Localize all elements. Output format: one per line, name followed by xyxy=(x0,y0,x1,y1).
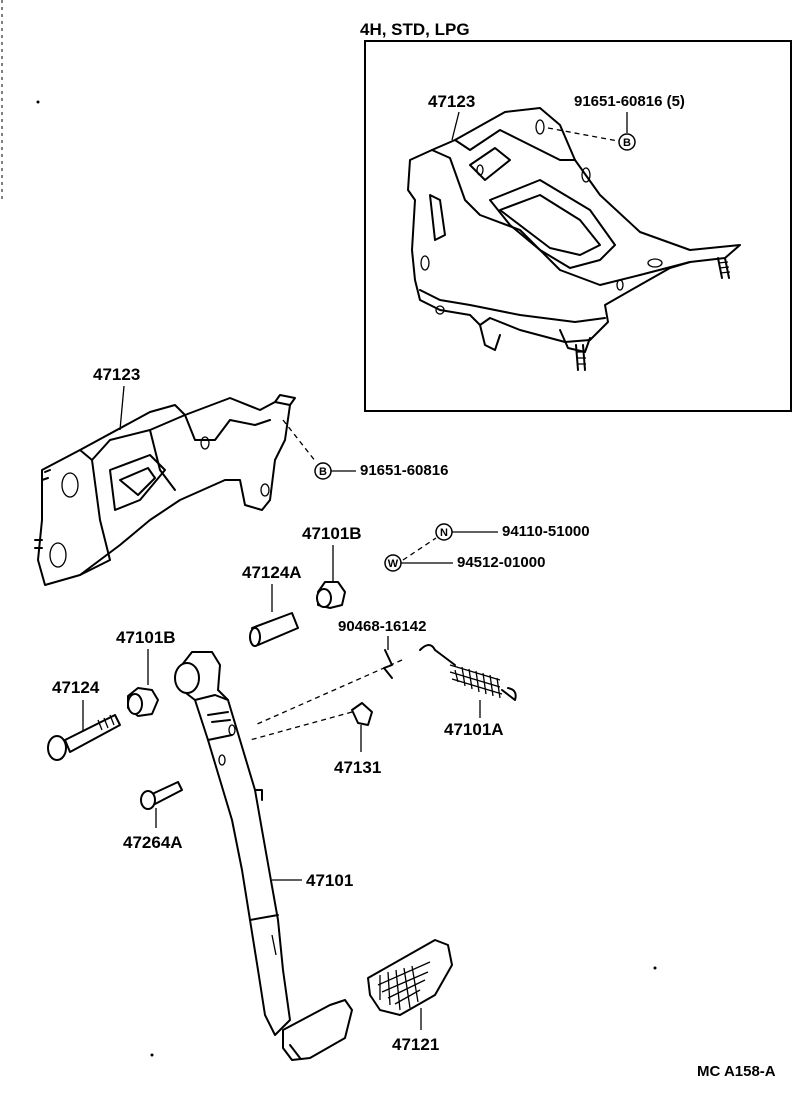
pedal-arm-drawing xyxy=(174,651,353,1061)
svg-text:B: B xyxy=(623,137,631,149)
pin-drawing xyxy=(140,781,183,810)
svg-text:B: B xyxy=(319,466,327,478)
pedal-pad-drawing xyxy=(367,939,453,1016)
bolt-drawing xyxy=(47,714,121,761)
washer-label: 94512-01000 xyxy=(457,554,545,571)
bolt-symbol-inset: B xyxy=(618,133,636,151)
inset-bracket-drawing xyxy=(407,107,741,371)
clip-drawing xyxy=(383,649,393,679)
bushing-right-label: 47101B xyxy=(302,524,362,543)
inset-bracket-label: 47123 xyxy=(428,92,475,111)
clip-label: 90468-16142 xyxy=(338,618,426,635)
bushing-left-drawing xyxy=(127,687,159,717)
washer-symbol: W xyxy=(384,554,402,572)
bushing-right-drawing xyxy=(316,581,346,609)
spring-label: 47101A xyxy=(444,720,504,739)
pedal-label: 47101 xyxy=(306,871,353,890)
bolt-label: 47124 xyxy=(52,678,100,697)
spring-drawing xyxy=(419,644,517,701)
nut-label: 94110-51000 xyxy=(502,523,590,540)
bracket-label: 47123 xyxy=(93,365,140,384)
inset-title: 4H, STD, LPG xyxy=(360,20,470,39)
pad-label: 47121 xyxy=(392,1035,439,1054)
collar-label: 47124A xyxy=(242,563,302,582)
svg-text:N: N xyxy=(440,527,448,539)
pin-label: 47264A xyxy=(123,833,183,852)
stopper-label: 47131 xyxy=(334,758,381,777)
collar-drawing xyxy=(249,612,299,647)
inset-variant-box: 4H, STD, LPG 47123 xyxy=(360,20,792,412)
bracket-bolt-label: 91651-60816 xyxy=(360,462,448,479)
inset-bolt-label: 91651-60816 (5) xyxy=(574,93,685,110)
nut-symbol: N xyxy=(435,523,453,541)
svg-text:W: W xyxy=(388,558,399,570)
pedal-bracket-drawing xyxy=(34,394,296,586)
diagram-code: MC A158-A xyxy=(697,1063,776,1080)
stopper-drawing xyxy=(351,702,373,726)
bushing-left-label: 47101B xyxy=(116,628,176,647)
bolt-symbol-main: B xyxy=(314,462,332,480)
